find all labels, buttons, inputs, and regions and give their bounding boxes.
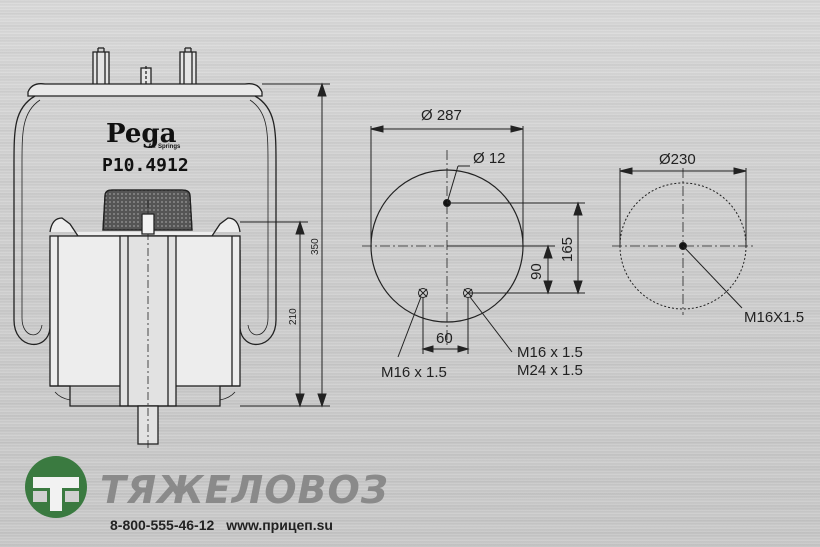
thread-right-2-label: M24 x 1.5 (517, 362, 583, 379)
part-number: P10.4912 (102, 155, 189, 176)
bolt-hole-left (418, 288, 428, 298)
logo-subtext: Air Springs (148, 144, 181, 150)
air-spring-side-view (13, 47, 277, 448)
top-plate (27, 83, 263, 97)
contacts: 8-800-555-46-12 www.прицеп.su (110, 517, 333, 533)
bolt-spacing-label: 60 (436, 330, 453, 347)
bottom-plate-labels: Ø230 M16X1.5 (659, 151, 804, 326)
bellows (13, 95, 277, 345)
website-link[interactable]: www.прицеп.su (226, 517, 333, 533)
thread-left-label: M16 x 1.5 (381, 364, 447, 381)
top-stud-left (92, 47, 110, 89)
bottom-diameter-label: Ø230 (659, 151, 696, 168)
side-dimensions (240, 82, 330, 408)
logo-text: Pega (106, 119, 177, 149)
top-stud-right (179, 47, 197, 89)
top-plate-diameter-label: Ø 287 (421, 107, 462, 124)
offset-165-label: 165 (559, 237, 576, 262)
brand-name: ТЯЖЕЛОВОЗ (100, 468, 389, 512)
bottom-thread-label: M16X1.5 (744, 309, 804, 326)
bottom-plate-view (612, 167, 755, 315)
height-piston-label: 210 (288, 308, 299, 325)
phone-number[interactable]: 8-800-555-46-12 (110, 517, 215, 533)
top-plate-labels: Ø 287 Ø 12 165 90 60 M16 x 1.5 M16 x 1.5… (381, 107, 583, 381)
side-dimension-labels: 350 210 (288, 238, 321, 325)
top-plate-view (362, 125, 585, 358)
thread-right-1-label: M16 x 1.5 (517, 344, 583, 361)
product-logo: Pega Air Springs (106, 119, 181, 150)
center-hole-label: Ø 12 (473, 150, 506, 167)
height-total-label: 350 (310, 238, 321, 255)
brand-logo-icon (25, 456, 87, 518)
offset-90-label: 90 (528, 263, 545, 280)
